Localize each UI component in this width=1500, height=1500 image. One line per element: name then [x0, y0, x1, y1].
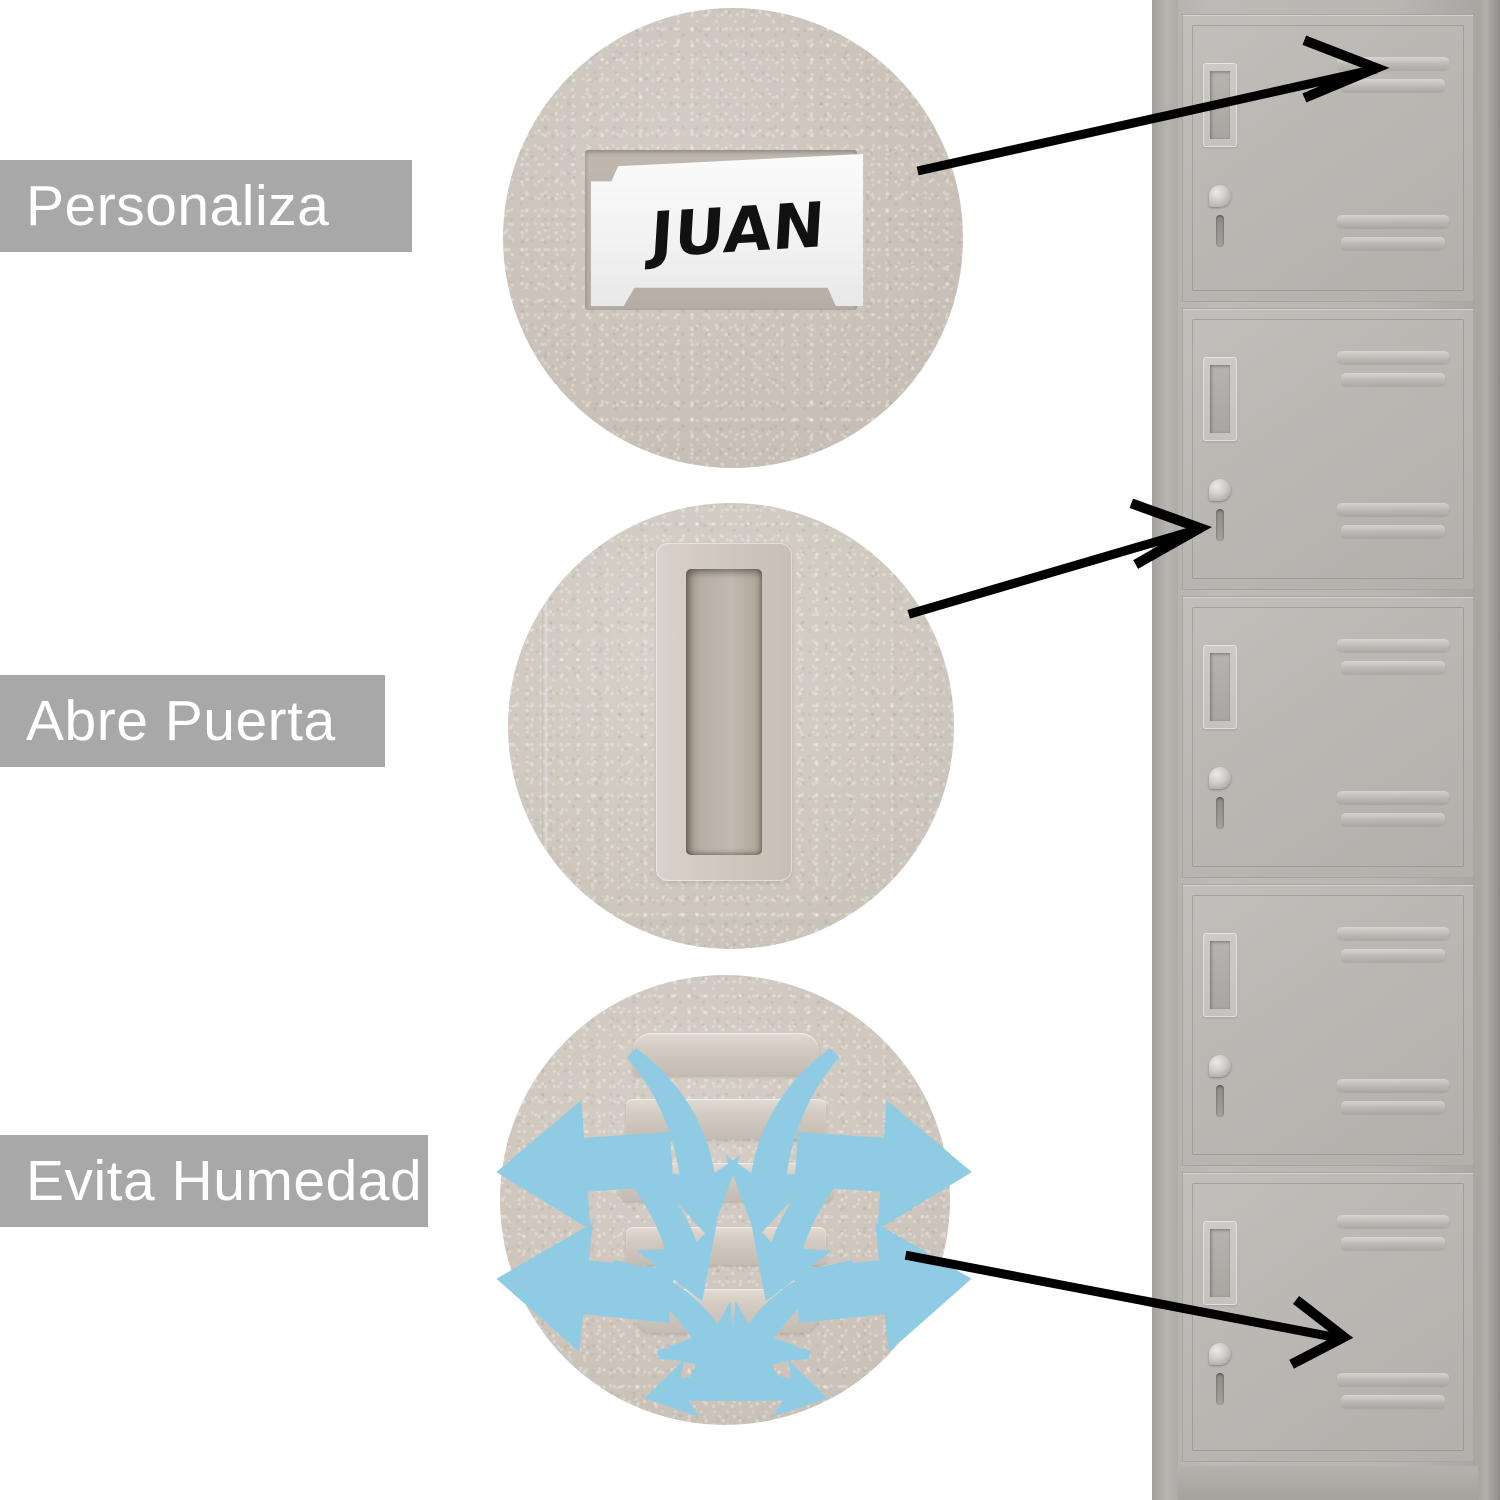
- feature-label-text: Abre Puerta: [26, 689, 336, 753]
- locker-door[interactable]: [1182, 14, 1474, 302]
- locker-door[interactable]: [1182, 596, 1474, 878]
- door-lock-knob-icon[interactable]: [1209, 767, 1231, 789]
- locker-right-frame-post: [1478, 0, 1500, 1500]
- locker-door[interactable]: [1182, 1172, 1474, 1462]
- feature-label-personaliza: Personaliza: [0, 160, 412, 252]
- locker-door[interactable]: [1182, 884, 1474, 1166]
- door-lock-knob-icon[interactable]: [1209, 1055, 1231, 1077]
- vent-louver-slat: [633, 1033, 819, 1075]
- locker-door[interactable]: [1182, 308, 1474, 590]
- door-card-slot[interactable]: [1203, 63, 1237, 147]
- door-card-slot[interactable]: [1203, 1221, 1237, 1305]
- door-panel-inset: [1192, 895, 1464, 1155]
- door-key-slot-icon[interactable]: [1216, 797, 1224, 829]
- feature-label-evita-humedad: Evita Humedad: [0, 1135, 428, 1227]
- door-panel-inset: [1192, 319, 1464, 579]
- door-seam-line: [542, 503, 547, 949]
- recessed-handle-icon: [656, 543, 792, 881]
- handle-cavity: [686, 569, 762, 855]
- detail-circle-abre-puerta: [508, 503, 954, 949]
- name-card-icon: JUAN: [591, 154, 863, 306]
- door-key-slot-icon[interactable]: [1216, 1373, 1224, 1405]
- door-card-slot[interactable]: [1203, 933, 1237, 1017]
- door-card-slot[interactable]: [1203, 357, 1237, 441]
- locker-left-frame-post: [1152, 0, 1178, 1500]
- door-key-slot-icon[interactable]: [1216, 509, 1224, 541]
- door-key-slot-icon[interactable]: [1216, 1085, 1224, 1117]
- feature-label-text: Personaliza: [26, 174, 330, 238]
- door-panel-inset: [1192, 607, 1464, 867]
- locker-base-plinth: [1178, 1466, 1478, 1500]
- door-lock-knob-icon[interactable]: [1209, 479, 1231, 501]
- vent-louver-slat: [620, 1163, 832, 1201]
- detail-circle-personaliza: JUAN: [503, 8, 963, 468]
- vent-louver-slat: [626, 1099, 826, 1139]
- vent-louver-slat: [626, 1227, 826, 1265]
- door-card-slot[interactable]: [1203, 645, 1237, 729]
- feature-label-text: Evita Humedad: [26, 1149, 423, 1213]
- locker-column: [1152, 0, 1500, 1500]
- detail-circle-evita-humedad: [500, 975, 950, 1425]
- door-lock-knob-icon[interactable]: [1209, 1343, 1231, 1365]
- feature-label-abre-puerta: Abre Puerta: [0, 675, 385, 767]
- door-key-slot-icon[interactable]: [1216, 215, 1224, 247]
- vent-louver-slat: [636, 1289, 818, 1333]
- door-lock-knob-icon[interactable]: [1209, 185, 1231, 207]
